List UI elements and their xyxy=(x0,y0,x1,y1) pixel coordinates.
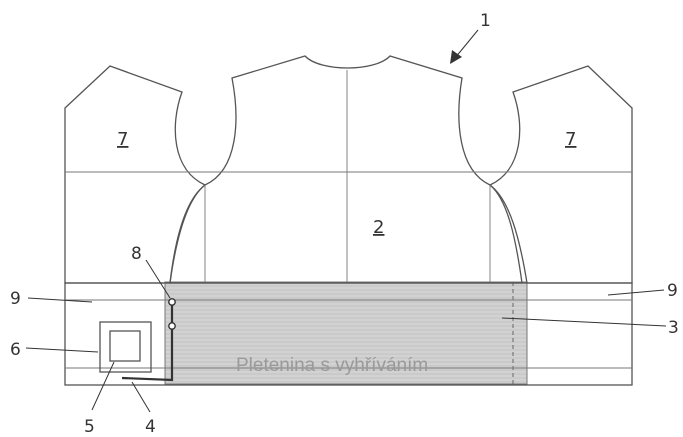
leader-9-right xyxy=(607,289,665,296)
leader-9-left xyxy=(27,297,93,303)
label-2: 2 xyxy=(373,217,384,238)
callout-9-left: 9 xyxy=(10,289,21,309)
leader-1 xyxy=(454,29,479,59)
battery-pocket xyxy=(99,321,152,373)
leader-4 xyxy=(131,381,151,413)
callout-3: 3 xyxy=(668,318,679,338)
connector-top xyxy=(168,298,176,306)
waistband xyxy=(64,282,633,386)
leader-6 xyxy=(25,347,99,353)
callout-5: 5 xyxy=(84,417,95,437)
callout-9-right: 9 xyxy=(667,281,678,301)
back-piece xyxy=(169,55,523,284)
battery xyxy=(109,330,141,362)
callout-1: 1 xyxy=(480,11,491,31)
callout-4: 4 xyxy=(145,417,156,437)
label-7-left: 7 xyxy=(117,129,128,150)
leader-3 xyxy=(501,317,667,327)
label-7-right: 7 xyxy=(565,129,576,150)
callout-8: 8 xyxy=(131,244,142,264)
callout-6: 6 xyxy=(10,340,21,360)
arrow-1 xyxy=(450,50,462,64)
leader-8 xyxy=(145,259,171,299)
right-front-piece xyxy=(488,65,633,284)
connector-bottom xyxy=(168,322,176,330)
heated-fabric-label: Pletenina s vyhříváním xyxy=(236,355,428,376)
heated-fabric-panel xyxy=(164,281,528,385)
leader-5 xyxy=(91,361,115,411)
